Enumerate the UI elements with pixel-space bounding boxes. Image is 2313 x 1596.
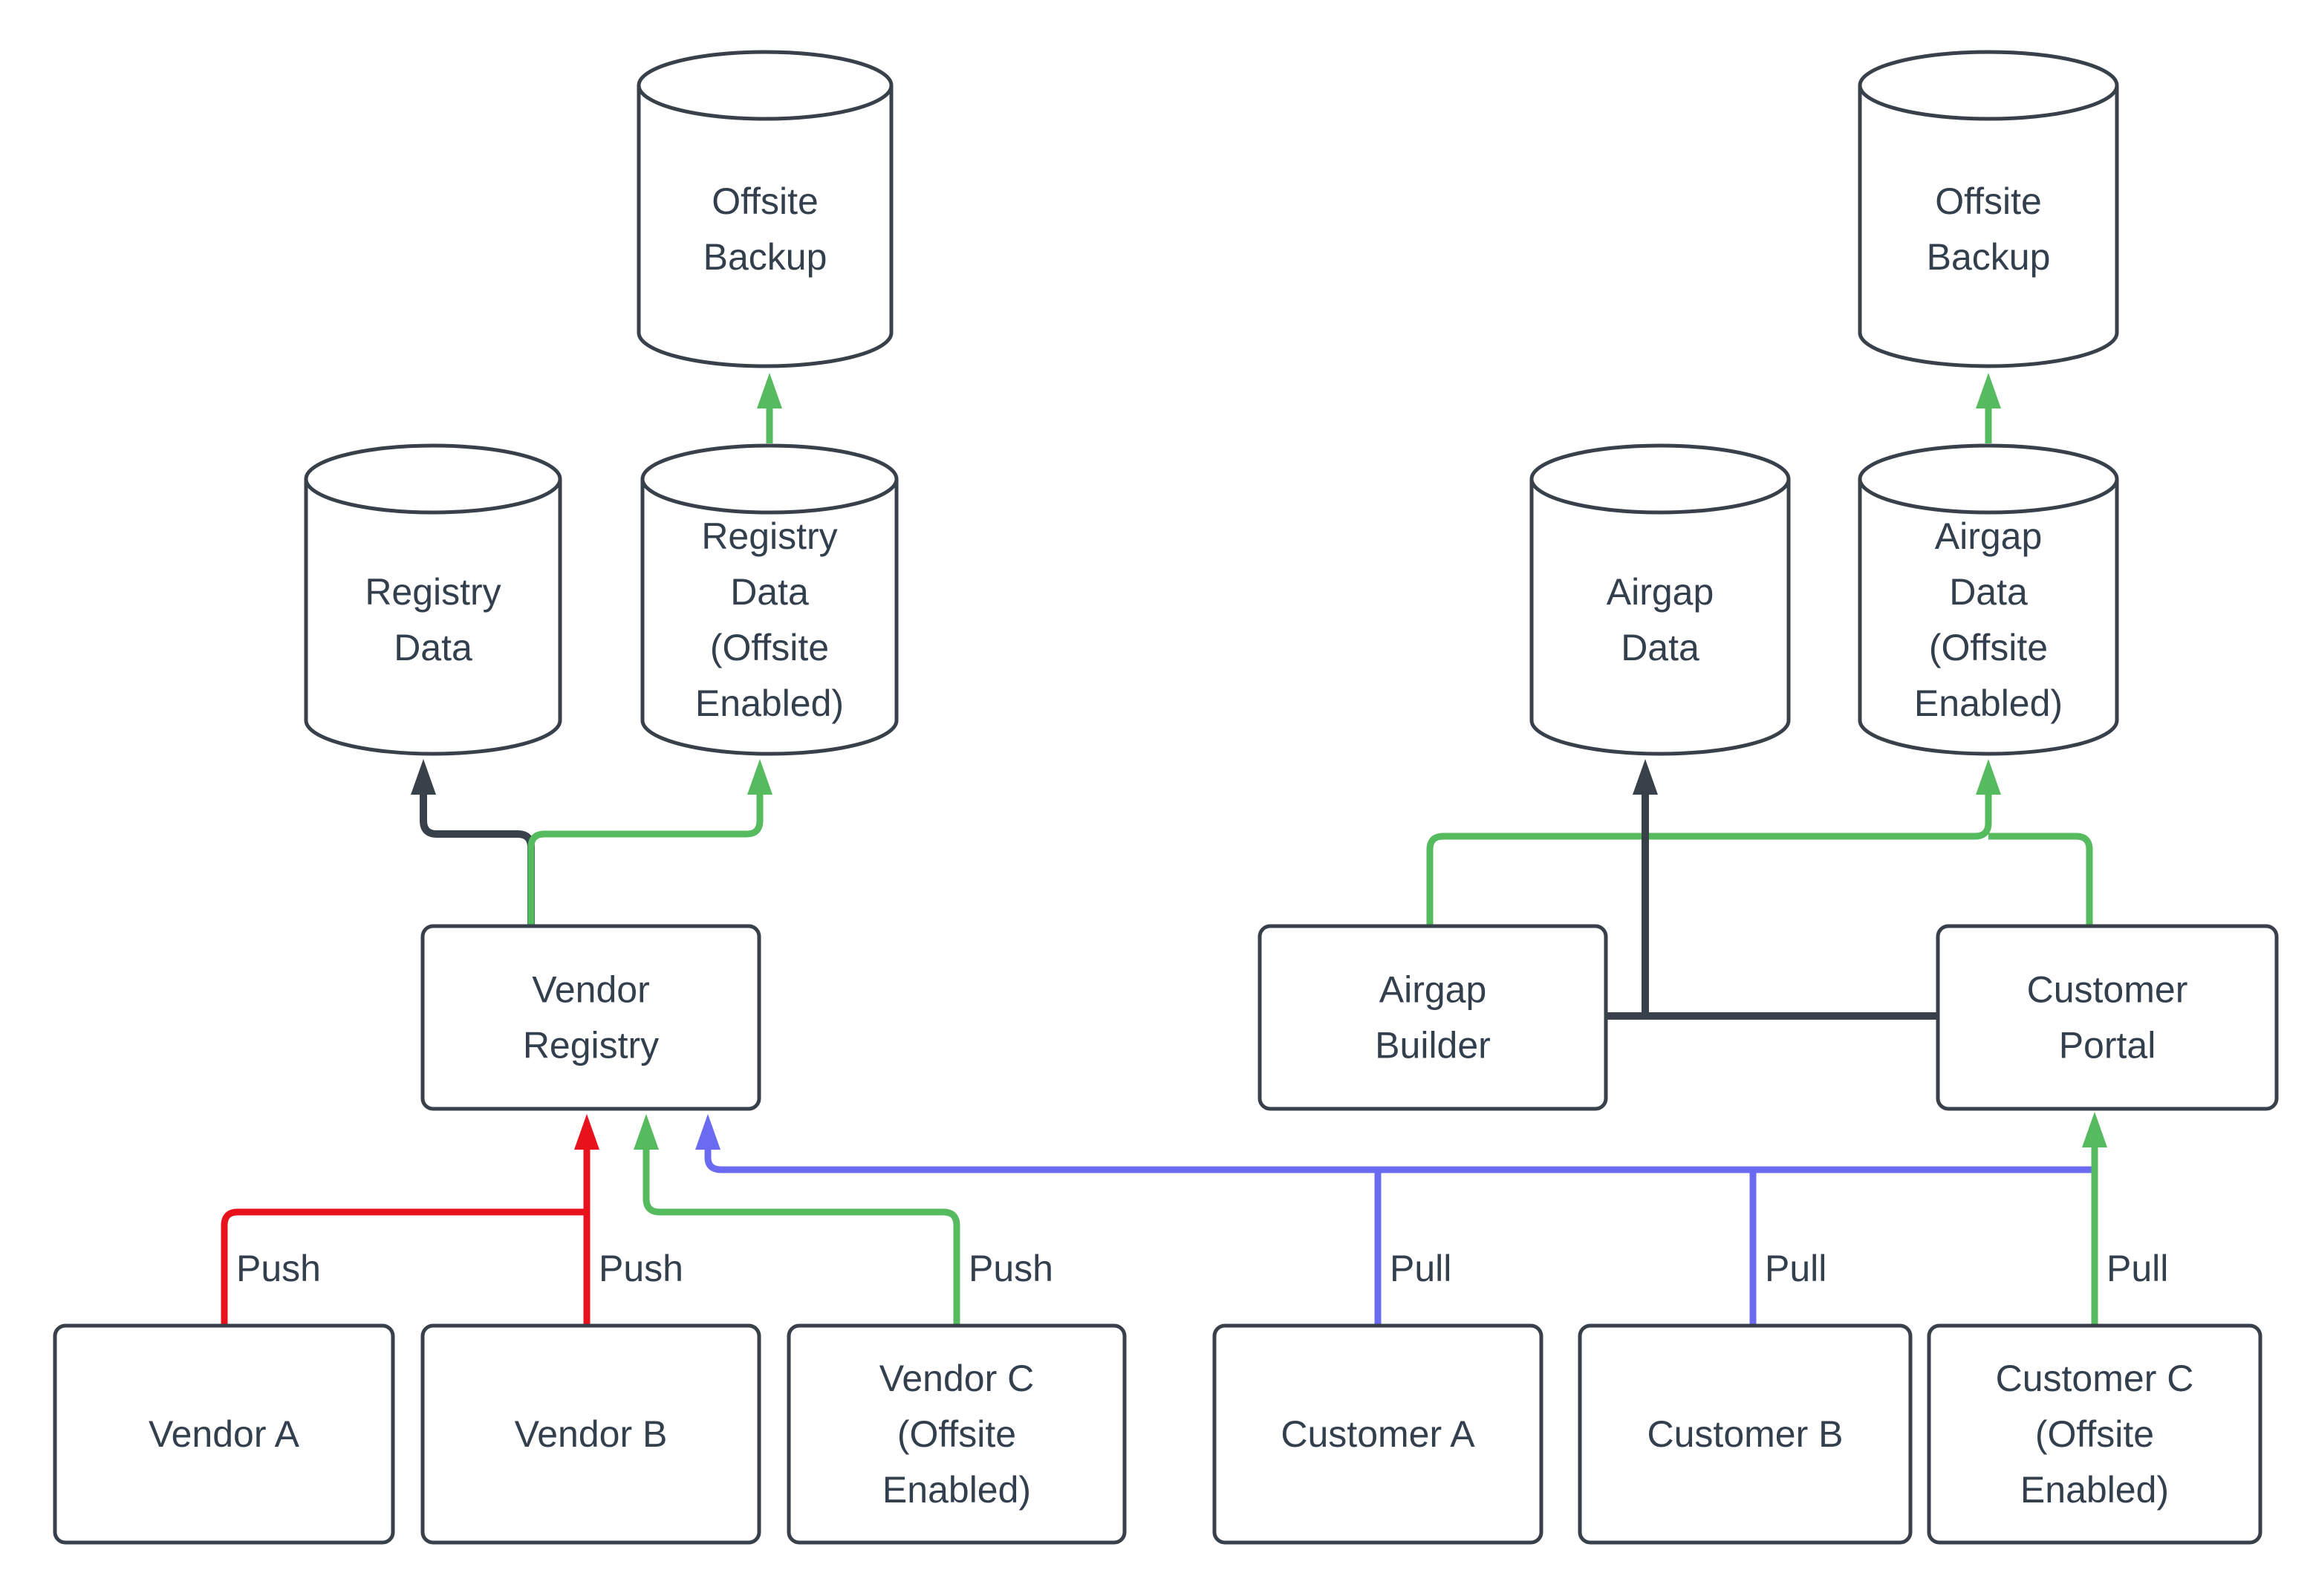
node-offsite-backup-right-body-fill — [1860, 85, 2117, 366]
node-vendor-c-label: (Offsite — [897, 1413, 1016, 1455]
node-registry-data-offsite-top — [640, 443, 899, 515]
edge-pull-bus-to-vendor-registry — [704, 1145, 2095, 1173]
node-customer-c-label: (Offsite — [2035, 1413, 2154, 1455]
node-registry-data-label: Registry — [365, 571, 501, 613]
node-offsite-backup-left-top — [637, 50, 894, 121]
node-vendor-b — [420, 1323, 761, 1545]
node-airgap-data-body — [1529, 479, 1791, 756]
node-offsite-backup-right-label: Backup — [1927, 236, 2051, 278]
node-offsite-backup-left-label: Offsite — [712, 180, 819, 222]
edge-vendor-registry-to-registry-data-offsite-arrowhead — [747, 759, 772, 795]
node-vendor-a-label: Vendor A — [149, 1413, 300, 1455]
node-customer-portal-label: Portal — [2059, 1025, 2156, 1066]
edge-vendor-registry-to-registry-data-arrowhead — [411, 759, 436, 795]
edge-airgap-builder-to-airgap-data-offsite-arrowhead — [1976, 759, 2001, 795]
node-airgap-builder-label: Builder — [1375, 1025, 1491, 1066]
node-customer-c-label: Enabled) — [2020, 1469, 2169, 1511]
node-registry-data-offsite-label: (Offsite — [710, 627, 829, 668]
node-registry-data-label: Data — [394, 627, 472, 668]
node-airgap-data-body-fill — [1532, 479, 1789, 754]
edge-label-push-vendor-a: Push — [236, 1248, 321, 1289]
node-registry-data-body — [304, 479, 562, 756]
edge-airgap-link-to-airgap-data-arrowhead — [1633, 759, 1658, 795]
node-airgap-data-offsite-body — [1858, 479, 2119, 756]
node-airgap-data-label: Airgap — [1607, 571, 1714, 613]
node-customer-portal — [1936, 924, 2279, 1111]
edge-pull-bus-to-vendor-registry-arrowhead — [695, 1114, 720, 1150]
node-registry-data-offsite-label: Data — [730, 571, 809, 613]
node-registry-data-body-fill — [306, 479, 560, 754]
node-offsite-backup-left-body-fill — [639, 85, 891, 366]
edge-label-pull-customer-a: Pull — [1390, 1248, 1451, 1289]
node-registry-data-offsite-body — [640, 479, 899, 756]
edge-vendor-c-push-arrowhead — [634, 1114, 659, 1150]
node-airgap-data-offsite-top — [1858, 443, 2119, 515]
node-vendor-registry-label: Vendor — [532, 969, 649, 1011]
node-vendor-registry-label: Registry — [523, 1025, 659, 1066]
node-customer-b-label: Customer B — [1647, 1413, 1844, 1455]
edge-label-push-vendor-c: Push — [969, 1248, 1053, 1289]
node-registry-data-offsite-label: Registry — [701, 515, 837, 557]
edge-vendor-a-push-branch — [221, 1208, 587, 1326]
node-vendor-b-label: Vendor B — [515, 1413, 668, 1455]
edge-vendor-registry-to-registry-data-offsite — [527, 790, 764, 926]
node-offsite-backup-right-label: Offsite — [1935, 180, 2042, 222]
node-customer-c-label: Customer C — [1996, 1358, 2194, 1399]
edge-customer-c-pull-arrowhead — [2082, 1112, 2107, 1147]
edge-vendor-b-push-arrowhead — [574, 1114, 599, 1150]
node-vendor-c — [787, 1323, 1127, 1545]
edge-airgap-data-offsite-to-offsite-backup-arrowhead — [1976, 373, 2001, 408]
node-customer-c — [1927, 1323, 2262, 1545]
node-offsite-backup-right-body — [1858, 85, 2119, 368]
node-airgap-builder-label: Airgap — [1379, 969, 1487, 1011]
node-customer-b — [1578, 1323, 1913, 1545]
node-airgap-data-offsite-body-fill — [1860, 479, 2117, 754]
node-vendor-c-label: Vendor C — [879, 1358, 1034, 1399]
node-customer-a-label: Customer A — [1281, 1413, 1475, 1455]
node-airgap-data-label: Data — [1621, 627, 1699, 668]
edge-label-pull-customer-b: Pull — [1765, 1248, 1826, 1289]
node-airgap-data-offsite-label: Airgap — [1935, 515, 2043, 557]
node-registry-data-top — [304, 443, 562, 515]
node-offsite-backup-right-top — [1858, 50, 2119, 121]
edge-label-push-vendor-b: Push — [599, 1248, 683, 1289]
node-offsite-backup-left-label: Backup — [703, 236, 827, 278]
edge-registry-data-offsite-to-offsite-backup-arrowhead — [757, 373, 782, 408]
node-airgap-data-offsite-label: (Offsite — [1929, 627, 2048, 668]
node-registry-data-offsite-body-fill — [642, 479, 897, 754]
node-customer-a — [1212, 1323, 1543, 1545]
edge-customer-portal-to-airgap-data-offsite — [1988, 833, 2093, 926]
node-airgap-data-top — [1529, 443, 1791, 515]
edge-vendor-c-push — [642, 1145, 960, 1326]
edge-vendor-registry-to-registry-data — [420, 790, 535, 926]
edge-airgap-builder-to-airgap-data-offsite — [1426, 790, 1992, 926]
node-offsite-backup-left-body — [637, 85, 894, 368]
node-airgap-data-offsite-label: Data — [1949, 571, 2028, 613]
node-registry-data-offsite-label: Enabled) — [695, 683, 844, 724]
node-vendor-c-label: Enabled) — [882, 1469, 1031, 1511]
edge-label-pull-customer-c: Pull — [2107, 1248, 2168, 1289]
node-airgap-builder — [1258, 924, 1608, 1111]
node-vendor-a — [53, 1323, 395, 1545]
node-vendor-registry — [420, 924, 761, 1111]
node-airgap-data-offsite-label: Enabled) — [1914, 683, 2063, 724]
node-customer-portal-label: Customer — [2027, 969, 2188, 1011]
